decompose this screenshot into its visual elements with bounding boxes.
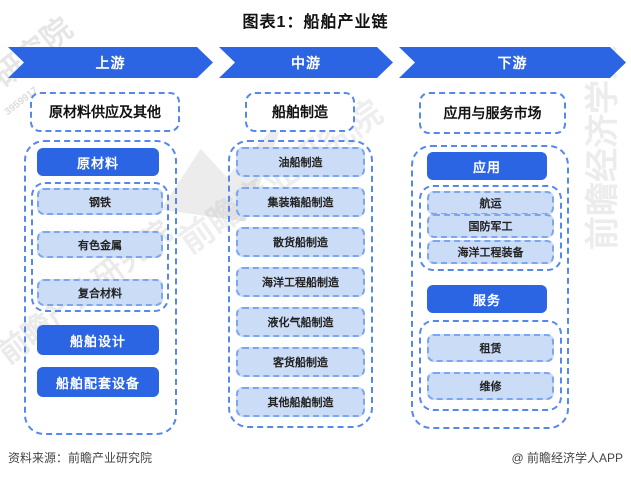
midstream-header: 船舶制造 bbox=[245, 92, 355, 132]
source-note: 资料来源：前瞻产业研究院 bbox=[8, 451, 153, 465]
item-bulk-carrier: 散货船制造 bbox=[236, 227, 365, 257]
arrow-midstream-label: 中游 bbox=[291, 54, 321, 71]
downstream-header: 应用与服务市场 bbox=[419, 92, 566, 134]
item-leasing: 租赁 bbox=[427, 334, 554, 362]
service-subcontainer bbox=[419, 320, 562, 411]
raw-materials-subcontainer bbox=[31, 182, 169, 312]
item-maintenance: 维修 bbox=[427, 372, 554, 400]
arrow-downstream: 下游 bbox=[399, 47, 626, 78]
brand-credit: @ 前瞻经济学人APP bbox=[511, 451, 623, 465]
ship-equipment-button: 船舶配套设备 bbox=[37, 367, 159, 397]
item-defense-military: 国防军工 bbox=[427, 214, 554, 238]
upstream-header: 原材料供应及其他 bbox=[30, 92, 180, 132]
item-shipping: 航运 bbox=[427, 191, 554, 215]
arrow-upstream: 上游 bbox=[8, 47, 213, 78]
item-composite-material: 复合材料 bbox=[37, 279, 163, 306]
figure-title: 图表1：船舶产业链 bbox=[242, 14, 389, 31]
service-label: 服务 bbox=[427, 285, 547, 313]
item-lng-ship: 液化气船制造 bbox=[236, 307, 365, 337]
item-marine-engineering-equipment: 海洋工程装备 bbox=[427, 240, 554, 264]
application-label: 应用 bbox=[427, 152, 547, 180]
arrow-midstream: 中游 bbox=[219, 47, 393, 78]
item-passenger-cargo-ship: 客货船制造 bbox=[236, 347, 365, 377]
downstream-container bbox=[411, 145, 569, 429]
arrow-downstream-label: 下游 bbox=[497, 54, 528, 71]
arrow-upstream-label: 上游 bbox=[95, 54, 126, 71]
item-other-ship: 其他船舶制造 bbox=[236, 387, 365, 417]
ship-design-button: 船舶设计 bbox=[37, 325, 159, 355]
application-subcontainer bbox=[419, 185, 562, 271]
item-oil-tanker: 油船制造 bbox=[236, 147, 365, 177]
item-container-ship: 集装箱船制造 bbox=[236, 187, 365, 217]
midstream-container bbox=[228, 140, 373, 428]
upstream-container bbox=[24, 140, 177, 435]
item-nonferrous-metal: 有色金属 bbox=[37, 231, 163, 258]
item-offshore-engineering-ship: 海洋工程船制造 bbox=[236, 267, 365, 297]
item-steel: 钢铁 bbox=[37, 188, 163, 215]
raw-materials-label: 原材料 bbox=[37, 148, 159, 176]
